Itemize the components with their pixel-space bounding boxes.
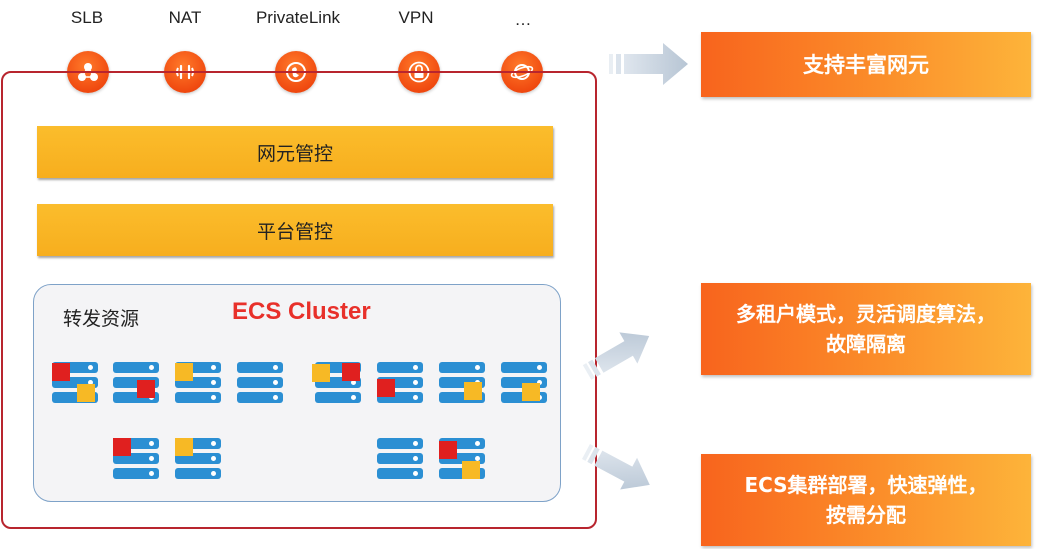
platform-control-bar: 平台管控 — [37, 204, 553, 256]
server-icon — [439, 362, 485, 404]
server-icon — [175, 438, 221, 480]
network-control-bar: 网元管控 — [37, 126, 553, 178]
network-platform-frame — [1, 71, 597, 529]
net-label-more: … — [514, 10, 532, 29]
arrow-down-right-icon — [581, 444, 650, 490]
net-label-nat: NAT — [168, 8, 202, 27]
server-icon — [113, 362, 159, 404]
net-label-vpn: VPN — [398, 8, 434, 27]
arrow-right-icon — [609, 43, 688, 85]
server-icon — [237, 362, 283, 404]
server-icon — [439, 438, 485, 480]
net-label-slb: SLB — [70, 8, 104, 27]
ecs-cluster-title: ECS Cluster — [232, 298, 371, 325]
callout-rich-network-elements: 支持丰富网元 — [701, 32, 1031, 97]
server-icon — [113, 438, 159, 480]
forwarding-resource-label: 转发资源 — [63, 308, 140, 330]
server-icon — [377, 438, 423, 480]
server-icon — [312, 362, 361, 404]
net-label-privatelink: PrivateLink — [255, 8, 341, 27]
server-icon — [175, 362, 221, 404]
callout-ecs-cluster-deploy: ECS集群部署，快速弹性， 按需分配 — [701, 454, 1031, 546]
server-icon — [52, 362, 98, 404]
callout-multi-tenant: 多租户模式，灵活调度算法， 故障隔离 — [701, 283, 1031, 375]
server-icon — [377, 362, 423, 404]
server-icon — [501, 362, 547, 404]
arrow-up-right-icon — [582, 332, 650, 380]
